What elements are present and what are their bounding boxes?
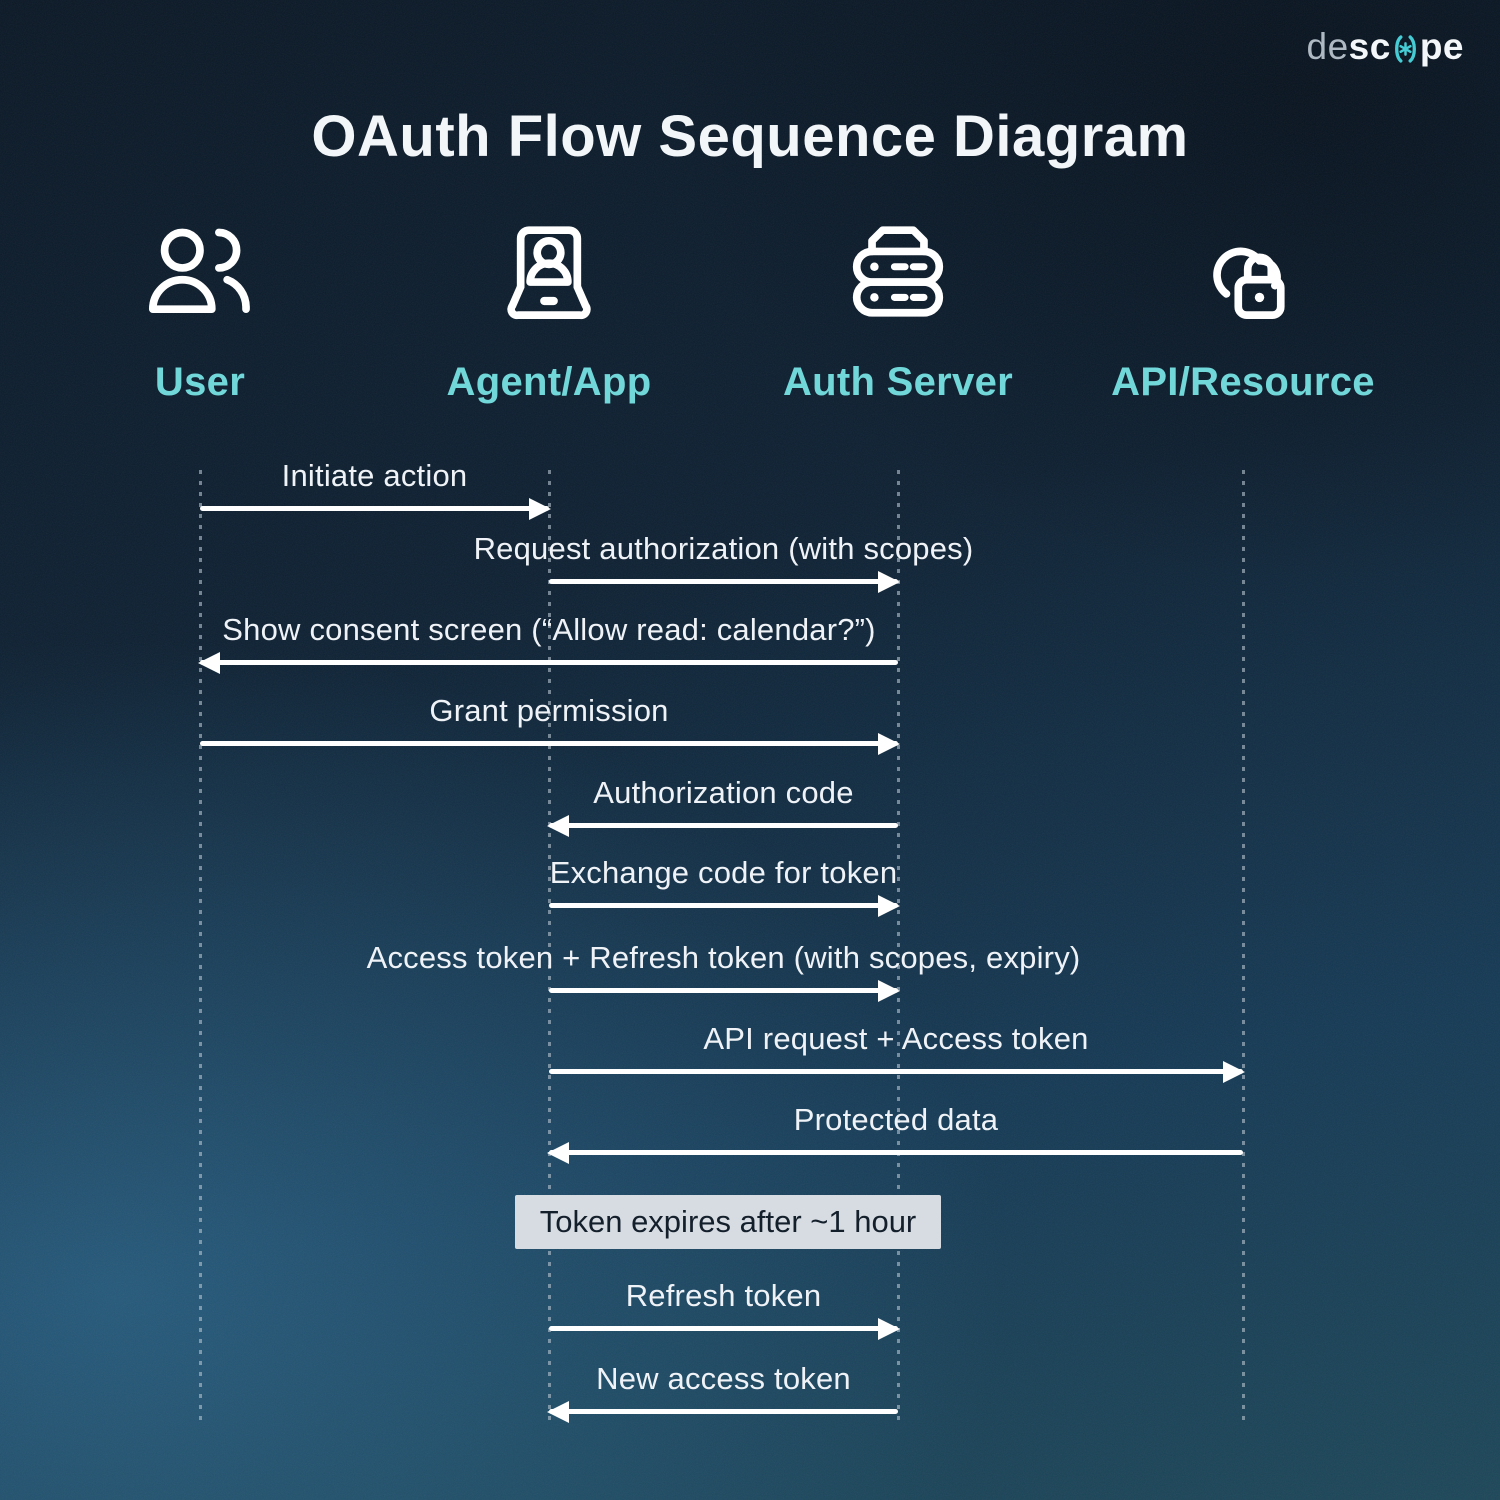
actor-user: User [40, 216, 360, 405]
arrow-right-icon [549, 903, 898, 908]
message-request-authorization: Request authorization (with scopes) [474, 531, 973, 584]
message-label: Exchange code for token [549, 855, 898, 890]
arrow-left-icon [549, 1150, 1243, 1155]
message-access-refresh-token: Access token + Refresh token (with scope… [367, 940, 1080, 993]
message-label: Show consent screen (“Allow read: calend… [222, 612, 876, 647]
message-label: Grant permission [429, 693, 669, 728]
message-label: Protected data [793, 1102, 999, 1137]
server-icon [738, 216, 1058, 334]
lifeline-agent-app [548, 470, 551, 1420]
message-label: Request authorization (with scopes) [473, 531, 974, 566]
actor-agent-app: Agent/App [389, 216, 709, 405]
actor-label-api-resource: API/Resource [1111, 360, 1375, 404]
arrow-right-icon [549, 1069, 1243, 1074]
message-label: Refresh token [625, 1278, 822, 1313]
users-icon [40, 216, 360, 334]
actor-auth-server: Auth Server [738, 216, 1058, 405]
message-initiate-action: Initiate action [200, 458, 549, 511]
logo-text-thin: de [1306, 26, 1349, 67]
actor-api-resource: API/Resource [1083, 216, 1403, 405]
message-authorization-code: Authorization code [549, 775, 898, 828]
message-label: Authorization code [593, 775, 854, 810]
lifeline-api-resource [1242, 470, 1245, 1420]
message-label: New access token [596, 1361, 851, 1396]
descope-asterisk-icon [1394, 35, 1416, 63]
arrow-left-icon [549, 823, 898, 828]
actor-label-auth-server: Auth Server [782, 360, 1014, 404]
message-protected-data: Protected data [549, 1102, 1243, 1155]
arrow-right-icon [549, 988, 898, 993]
actor-label-user: User [154, 360, 246, 404]
actor-label-agent-app: Agent/App [446, 360, 652, 404]
message-api-request: API request + Access token [549, 1021, 1243, 1074]
arrow-right-icon [549, 1326, 898, 1331]
logo-text-bold-1: sc [1348, 26, 1391, 67]
lifeline-auth-server [897, 470, 900, 1420]
message-grant-permission: Grant permission [200, 693, 898, 746]
message-new-access-token: New access token [549, 1361, 898, 1414]
arrow-left-icon [549, 1409, 898, 1414]
note-text: Token expires after ~1 hour [539, 1204, 917, 1239]
logo-text-bold-2: pe [1419, 26, 1464, 67]
message-label: Initiate action [281, 458, 468, 493]
arrow-left-icon [200, 660, 898, 665]
message-refresh-token: Refresh token [549, 1278, 898, 1331]
arrow-right-icon [200, 741, 898, 746]
message-show-consent-screen: Show consent screen (“Allow read: calend… [200, 612, 898, 665]
note-token-expiry: Token expires after ~1 hour [515, 1195, 941, 1249]
arrow-right-icon [549, 579, 898, 584]
laptop-user-icon [389, 216, 709, 334]
message-label: Access token + Refresh token (with scope… [366, 940, 1081, 975]
cloud-lock-icon [1083, 216, 1403, 334]
message-exchange-code-for-token: Exchange code for token [549, 855, 898, 908]
message-label: API request + Access token [703, 1021, 1089, 1056]
lifeline-user [199, 470, 202, 1420]
arrow-right-icon [200, 506, 549, 511]
page-title: OAuth Flow Sequence Diagram [311, 104, 1189, 169]
